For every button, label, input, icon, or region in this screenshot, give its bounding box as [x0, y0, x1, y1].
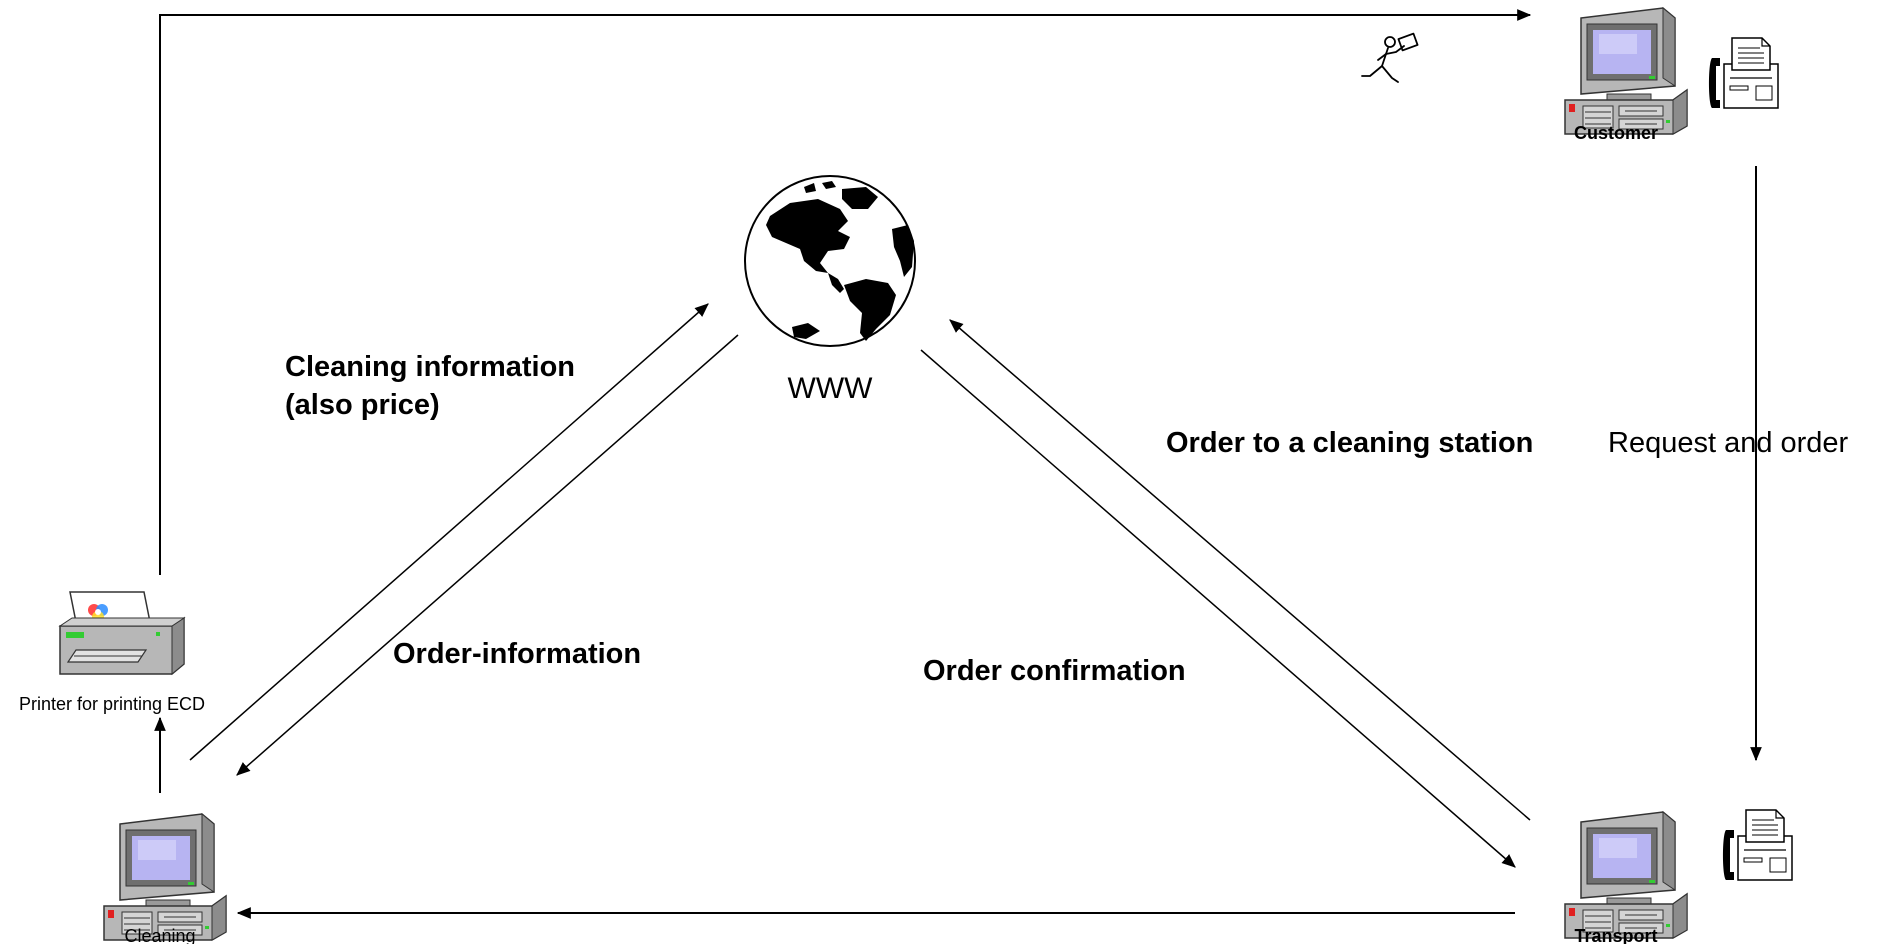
order-to-cleaning-station-label: Order to a cleaning station — [1166, 427, 1533, 459]
order-information-label: Order-information — [393, 638, 641, 670]
www-label: WWW — [788, 372, 874, 405]
transport-label: Transport — [1574, 926, 1657, 944]
edge-transport-to-www — [949, 319, 1531, 821]
edge-cleaning-to-www — [189, 303, 709, 761]
transport-fax-icon — [1722, 809, 1793, 881]
customer-fax-icon — [1708, 37, 1779, 109]
printer-icon — [58, 591, 186, 676]
customer-computer-icon — [1564, 7, 1688, 135]
order-confirmation-label: Order confirmation — [923, 655, 1186, 687]
cleaning-information-label: Cleaning information — [285, 351, 575, 383]
edge-www-to-cleaning — [236, 334, 739, 776]
request-and-order-label: Request and order — [1608, 427, 1849, 459]
edge-printer-to-customer — [159, 9, 1532, 575]
customer-label: Customer — [1574, 123, 1658, 143]
printer-label: Printer for printing ECD — [19, 694, 205, 714]
globe-icon — [744, 175, 916, 347]
transport-computer-icon — [1564, 811, 1688, 939]
courier-icon — [1361, 32, 1419, 83]
edge-www-to-transport — [920, 349, 1516, 868]
cleaning-computer-icon — [103, 813, 227, 941]
also-price-label: (also price) — [285, 389, 440, 421]
cleaning-label: Cleaning — [124, 926, 195, 944]
